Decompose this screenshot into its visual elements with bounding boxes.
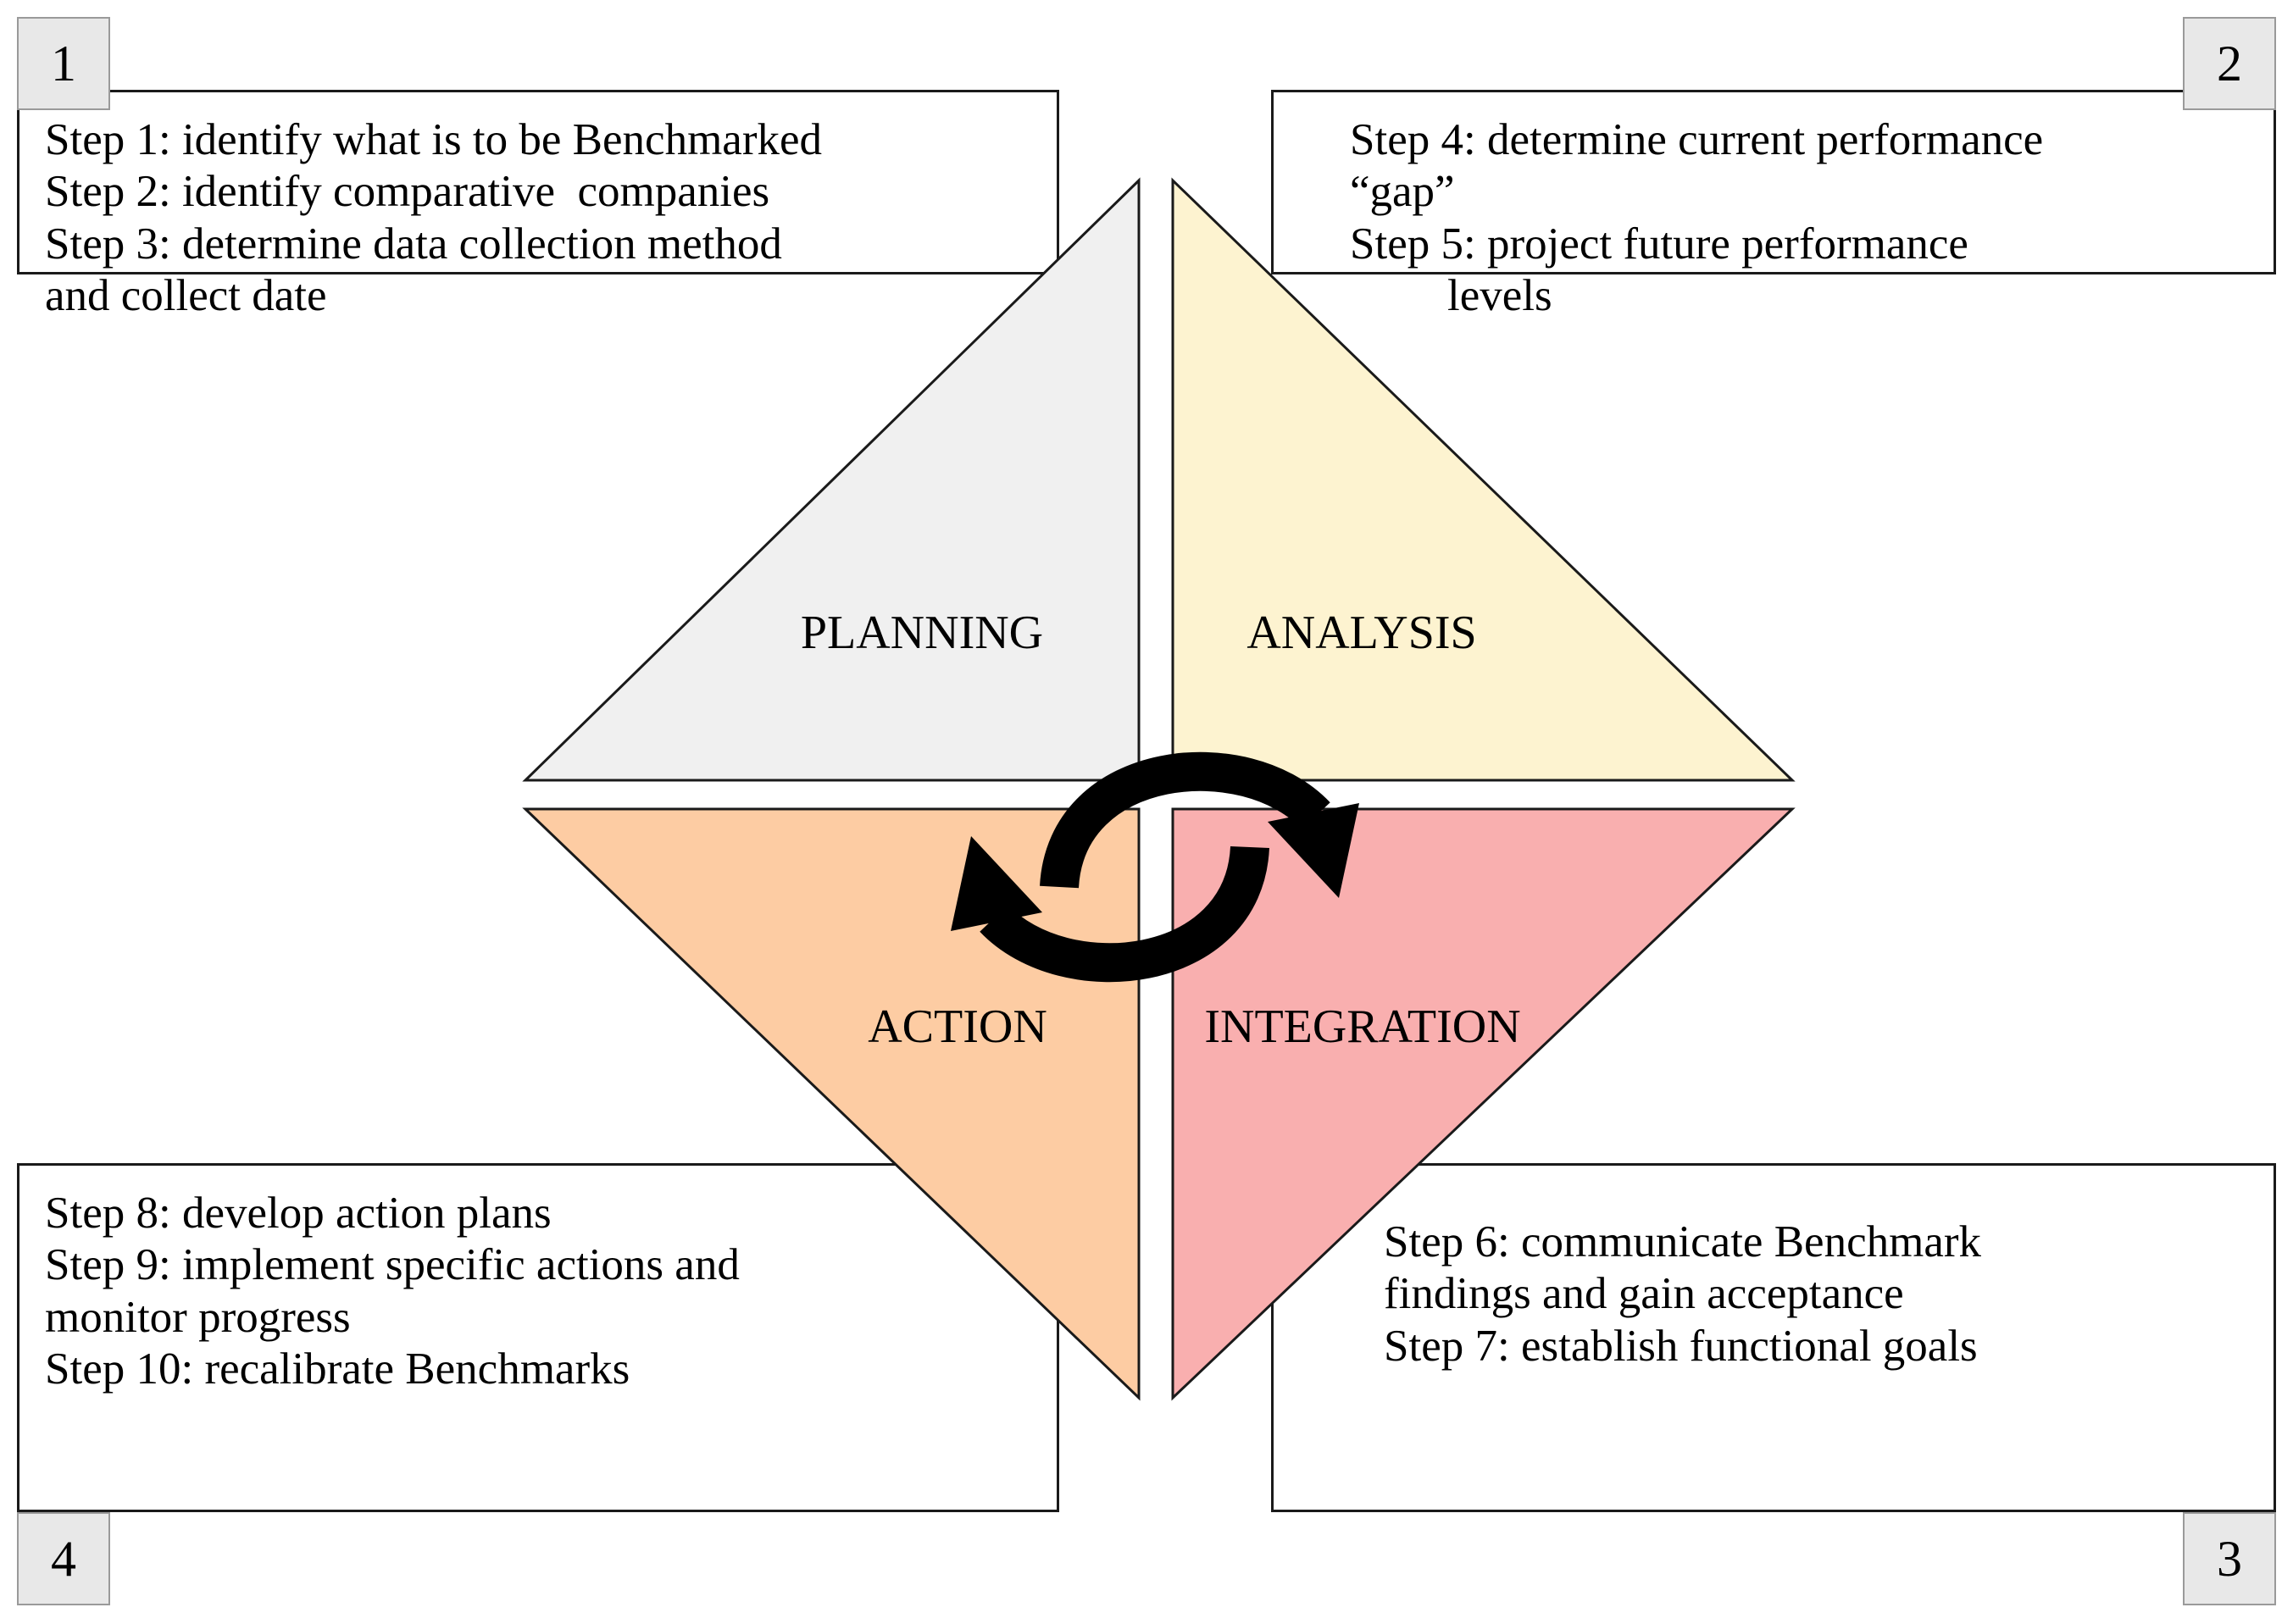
badge-1-label: 1 <box>51 36 76 91</box>
panel1-line-2: Step 2: identify comparative companies <box>45 167 770 217</box>
badge-2: 2 <box>2183 17 2276 110</box>
panel2-line-3: Step 5: project future performance <box>1350 219 1968 269</box>
panel4-line-4: Step 10: recalibrate Benchmarks <box>45 1344 630 1394</box>
top-arrow-icon <box>1040 751 1359 898</box>
quadrant-label-action: ACTION <box>868 1000 1047 1053</box>
panel-action-steps: Step 8: develop action plans Step 9: imp… <box>17 1163 1059 1512</box>
panel1-line-1: Step 1: identify what is to be Benchmark… <box>45 115 822 164</box>
panel2-line-1: Step 4: determine current performance <box>1350 115 2044 164</box>
panel4-line-2: Step 9: implement specific actions and <box>45 1240 740 1290</box>
panel2-line-2: “gap” <box>1350 167 1455 217</box>
panel1-line-3: Step 3: determine data collection method <box>45 219 782 269</box>
badge-4: 4 <box>17 1512 110 1605</box>
panel4-line-3: monitor progress <box>45 1292 351 1342</box>
panel3-line-3: Step 7: establish functional goals <box>1384 1321 1978 1371</box>
panel3-line-2: findings and gain acceptance <box>1384 1269 1904 1319</box>
panel3-line-1: Step 6: communicate Benchmark <box>1384 1217 1981 1266</box>
quadrant-label-analysis: ANALYSIS <box>1246 607 1476 659</box>
badge-3: 3 <box>2183 1512 2276 1605</box>
panel4-line-1: Step 8: develop action plans <box>45 1189 552 1238</box>
panel2-line-4: levels <box>1447 271 1552 321</box>
panel1-line-4: and collect date <box>45 271 327 321</box>
badge-4-label: 4 <box>51 1531 76 1587</box>
bottom-arrow-icon <box>951 836 1269 983</box>
panel-analysis-steps: Step 4: determine current performance “g… <box>1271 90 2276 320</box>
badge-2-label: 2 <box>2217 36 2242 91</box>
badge-3-label: 3 <box>2217 1531 2242 1587</box>
quadrant-label-integration: INTEGRATION <box>1204 1000 1520 1053</box>
badge-1: 1 <box>17 17 110 110</box>
panel-integration-steps: Step 6: communicate Benchmark findings a… <box>1271 1163 2276 1512</box>
quadrant-label-planning: PLANNING <box>801 607 1043 659</box>
panel-planning-steps: Step 1: identify what is to be Benchmark… <box>17 90 1059 320</box>
